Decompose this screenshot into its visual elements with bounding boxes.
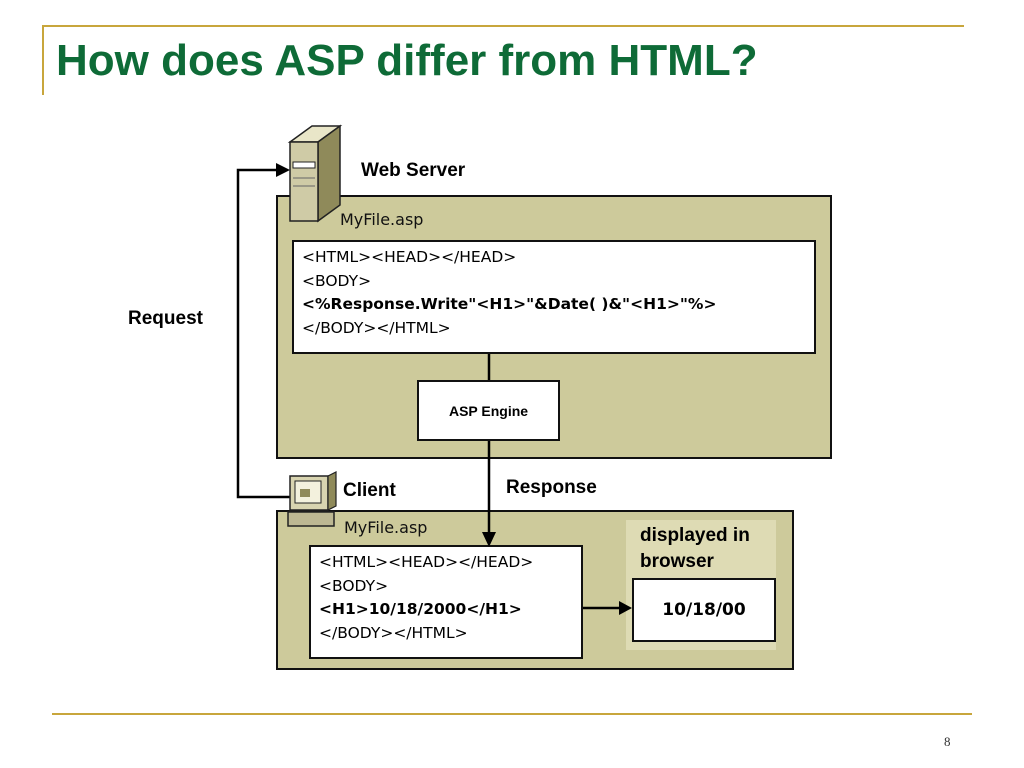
request-label: Request [128, 308, 203, 329]
client-computer-icon [287, 471, 337, 527]
server-code-line: <HTML><HEAD></HEAD> [302, 248, 517, 266]
server-code-box: <HTML><HEAD></HEAD> <BODY> <%Response.Wr… [292, 240, 816, 354]
page-number: 8 [944, 734, 951, 749]
footer-rule [52, 713, 972, 715]
client-file-name: MyFile.asp [344, 518, 428, 537]
response-arrowhead [482, 532, 496, 547]
client-code-line: <H1>10/18/2000</H1> [319, 600, 522, 618]
request-arrowhead [276, 163, 290, 177]
title-frame-top-rule [42, 25, 964, 27]
asp-engine-box: ASP Engine [417, 380, 560, 441]
server-code-line: <%Response.Write"<H1>"&Date( )&"<H1>"%> [302, 295, 717, 313]
title-frame-left-rule [42, 25, 44, 95]
browser-result-box: 10/18/00 [632, 578, 776, 642]
slide-title: How does ASP differ from HTML? [56, 36, 758, 85]
displayed-in-browser-label: displayed in browser [640, 525, 750, 572]
client-code-line: <HTML><HEAD></HEAD> [319, 553, 534, 571]
response-label: Response [506, 477, 597, 498]
client-code-line: <BODY> [319, 576, 389, 595]
request-arrow-line [236, 168, 290, 499]
display-arrowhead [619, 601, 632, 615]
client-code-line: </BODY></HTML> [319, 623, 468, 642]
server-file-name: MyFile.asp [340, 210, 424, 229]
web-server-label: Web Server [361, 160, 466, 181]
server-code-line: <BODY> [302, 271, 372, 290]
client-code-box: <HTML><HEAD></HEAD> <BODY> <H1>10/18/200… [309, 545, 583, 659]
server-code-line: </BODY></HTML> [302, 318, 451, 337]
client-label: Client [343, 480, 396, 501]
server-tower-icon [287, 124, 343, 223]
